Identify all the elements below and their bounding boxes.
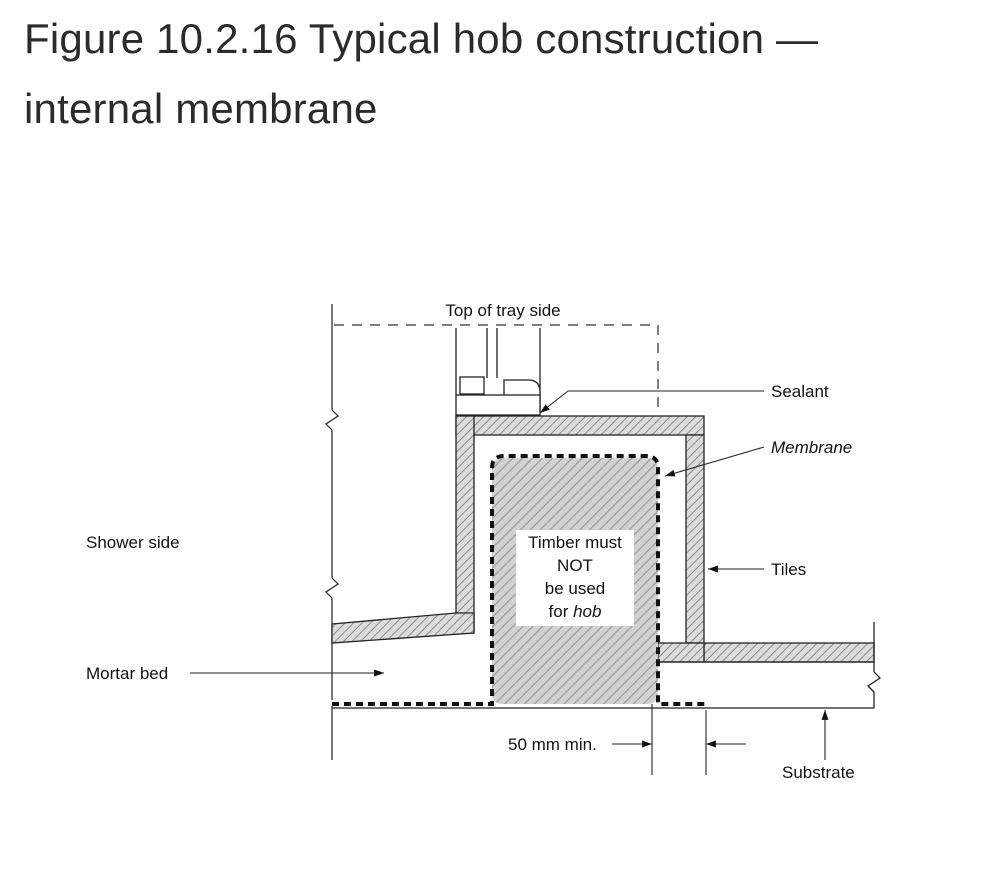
leader-lines <box>190 390 829 775</box>
figure-title-line-1: Figure 10.2.16 Typical hob construction … <box>24 15 819 62</box>
label-dimension: 50 mm min. <box>508 735 597 754</box>
substrate-lines <box>332 622 882 709</box>
hob-note-line-2: NOT <box>557 556 593 575</box>
shower-floor-tiles <box>331 612 475 644</box>
label-substrate: Substrate <box>782 763 855 782</box>
label-mortar-bed: Mortar bed <box>86 664 168 683</box>
hob-note-for: for <box>549 602 574 621</box>
hob-note-line-4: for hob <box>549 602 602 621</box>
figure-title-line-2: internal membrane <box>24 85 378 132</box>
label-shower-side: Shower side <box>86 533 180 552</box>
outside-floor-tiles <box>657 642 875 663</box>
membrane-line <box>332 454 706 706</box>
shower-screen-frame <box>455 328 541 416</box>
hob-note-box <box>516 530 634 626</box>
hob-note-line-1: Timber must <box>528 533 622 552</box>
wall-break-line <box>325 304 339 760</box>
label-top-of-tray-side: Top of tray side <box>445 301 560 320</box>
top-of-tray-side-line <box>334 324 659 414</box>
label-membrane: Membrane <box>771 438 852 457</box>
label-sealant: Sealant <box>771 382 829 401</box>
hob-note-hob: hob <box>573 602 601 621</box>
hob-note-line-3: be used <box>545 579 606 598</box>
label-tiles: Tiles <box>771 560 806 579</box>
